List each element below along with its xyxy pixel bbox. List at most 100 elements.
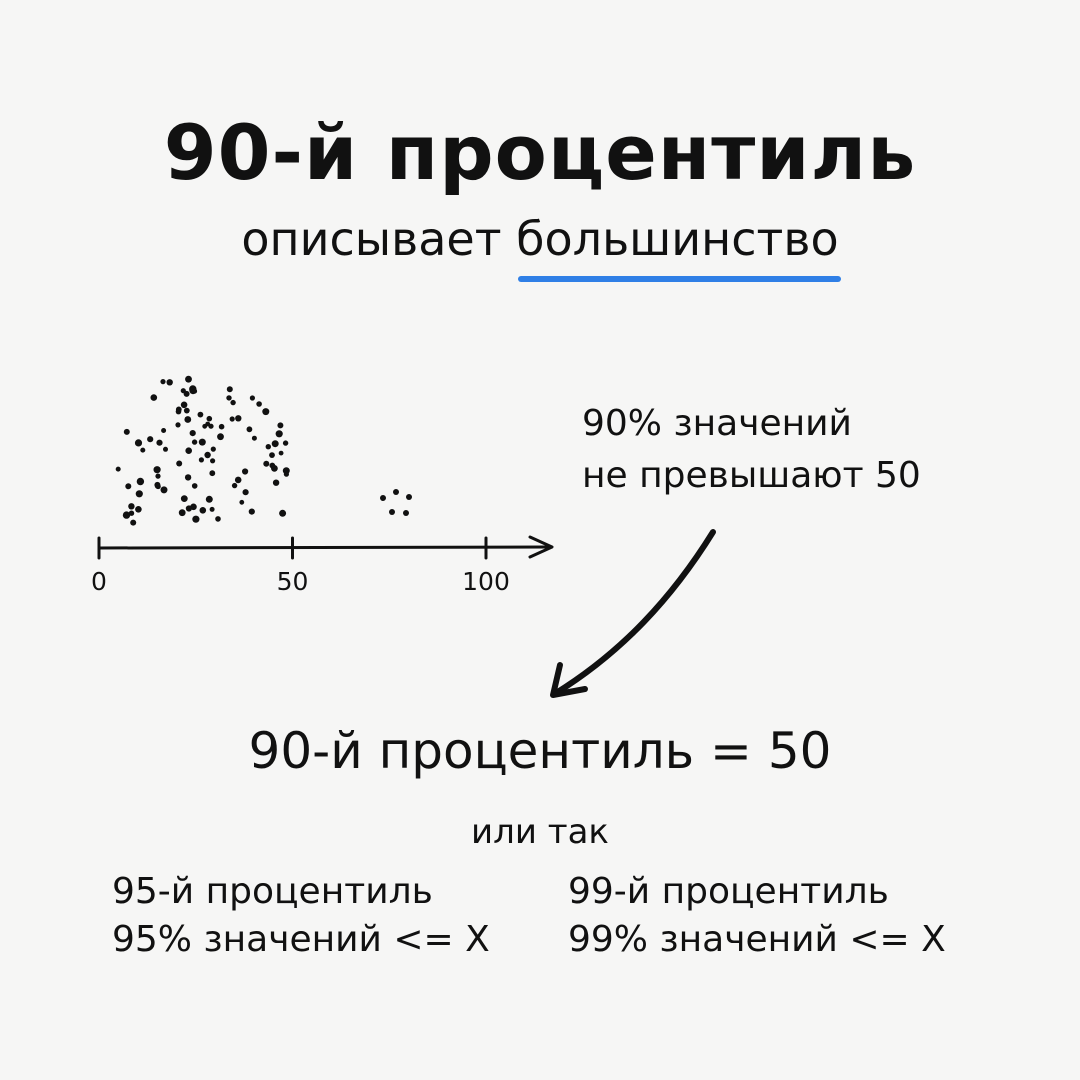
axis-tick-label: 0 [91,567,107,596]
value-dot [277,422,284,429]
value-dot [153,466,161,474]
value-dot [161,428,167,433]
value-dot [198,457,204,463]
outlier-dot [389,509,395,515]
value-dot [150,394,158,401]
value-dot [136,477,145,486]
annotation-line-1: 90% значений [582,403,852,444]
value-dot [234,476,242,484]
outlier-dot [406,494,412,500]
value-dot [262,408,270,416]
outlier-dot [393,489,399,495]
value-dot [135,506,142,513]
value-dot [178,509,186,517]
pointer-arrow-shaft [553,529,716,696]
value-dot [210,458,216,464]
value-dot [230,399,236,406]
pointer-arrow [550,529,716,698]
value-dot [197,411,204,418]
value-dot [155,473,161,479]
value-dot [217,433,224,441]
value-dot [198,438,206,446]
value-dot [199,507,207,514]
value-dot [123,428,130,435]
value-dot [135,490,143,498]
example-99-definition: 99% значений <= X [568,919,946,960]
value-dot [156,439,163,446]
value-dot [231,482,238,489]
value-dot [209,470,216,477]
value-dot [185,505,192,512]
value-dot [218,423,225,430]
value-dot [180,495,188,502]
value-dot [205,495,213,503]
value-dot [272,479,280,486]
page-subtitle: описывает большинство [0,212,1080,282]
value-dot [235,415,242,422]
value-dot [185,447,192,455]
value-dot [176,460,183,467]
value-dot [226,395,232,401]
page-title: 90-й процентиль [163,108,917,197]
value-dot [283,471,289,477]
value-dot [175,422,181,428]
value-dot [269,452,275,458]
value-dot [209,506,215,512]
value-dot [140,447,146,453]
annotation-line-2: не превышают 50 [582,455,921,496]
value-dot [249,395,255,401]
value-dot [191,439,198,445]
value-dots-cluster [115,375,290,526]
value-dot [279,509,287,517]
value-dot [128,503,135,510]
pointer-arrow-head [550,662,588,698]
example-95-definition: 95% значений <= X [112,919,490,960]
alternative-intro: или так [471,812,609,852]
subtitle-highlight: большинство [516,212,841,282]
value-dot [282,440,289,446]
value-dot [154,481,161,488]
percentile-annotation: 90% значений не превышают 50 [582,398,921,502]
value-dot [251,435,257,441]
value-dot [210,446,216,452]
value-dot [204,451,211,459]
value-dot [128,510,135,516]
value-dot [248,508,255,515]
axis-tick-label: 100 [462,567,510,596]
value-dot [263,460,270,467]
outlier-dot [403,510,409,516]
value-dot [242,489,249,496]
value-dot [215,516,221,522]
axis-arrow-head [528,535,554,559]
result-formula: 90-й процентиль = 50 [248,722,832,780]
value-dot [125,483,132,490]
value-dot [183,407,190,414]
value-dot [246,426,253,433]
value-dot [226,386,233,393]
value-dot [229,416,235,422]
example-99: 99-й процентиль 99% значений <= X [568,868,946,964]
value-dot [184,416,192,423]
subtitle-highlight-text: большинство [516,212,839,266]
value-dot [134,439,143,447]
value-dot [271,465,278,472]
value-dot [192,515,200,523]
value-dot [275,430,283,438]
outlier-dots [380,489,412,516]
value-dot [189,430,196,437]
value-dot [166,379,173,386]
example-95: 95-й процентиль 95% значений <= X [112,868,490,964]
value-dot [180,388,186,394]
value-dot [160,379,166,385]
value-dot [185,375,192,383]
value-dot [265,444,271,450]
value-dot [191,483,198,489]
axis-line [97,545,550,550]
value-dot [206,415,213,422]
value-dot [202,423,208,429]
value-dot [122,511,131,519]
value-dot [180,401,188,409]
value-dot [278,450,284,456]
